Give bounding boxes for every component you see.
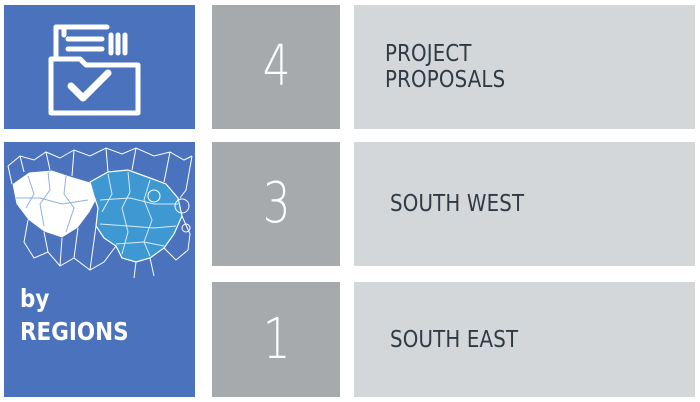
- proposals-icon-tile: [4, 5, 195, 129]
- south-east-count-tile: 1: [212, 282, 340, 397]
- south-east-label: SOUTH EAST: [390, 326, 519, 353]
- by-label: by: [20, 284, 50, 313]
- proposals-label-tile: PROJECT PROPOSALS: [354, 5, 695, 129]
- south-west-label: SOUTH WEST: [390, 191, 525, 217]
- proposals-count: 4: [262, 34, 290, 99]
- regions-map-icon: [7, 147, 193, 279]
- proposals-count-tile: 4: [212, 5, 340, 129]
- regions-card[interactable]: by REGIONS: [4, 142, 195, 397]
- south-east-count: 1: [262, 306, 290, 372]
- south-west-label-tile[interactable]: SOUTH WEST: [354, 142, 695, 266]
- south-west-count-tile: 3: [212, 142, 340, 266]
- proposals-label: PROJECT PROPOSALS: [385, 41, 506, 93]
- regions-label: REGIONS: [20, 317, 129, 346]
- south-east-label-tile[interactable]: SOUTH EAST: [354, 282, 695, 397]
- folder-checkmark-icon: [48, 24, 141, 116]
- by-regions-text: by REGIONS: [20, 282, 129, 348]
- south-west-count: 3: [262, 171, 290, 236]
